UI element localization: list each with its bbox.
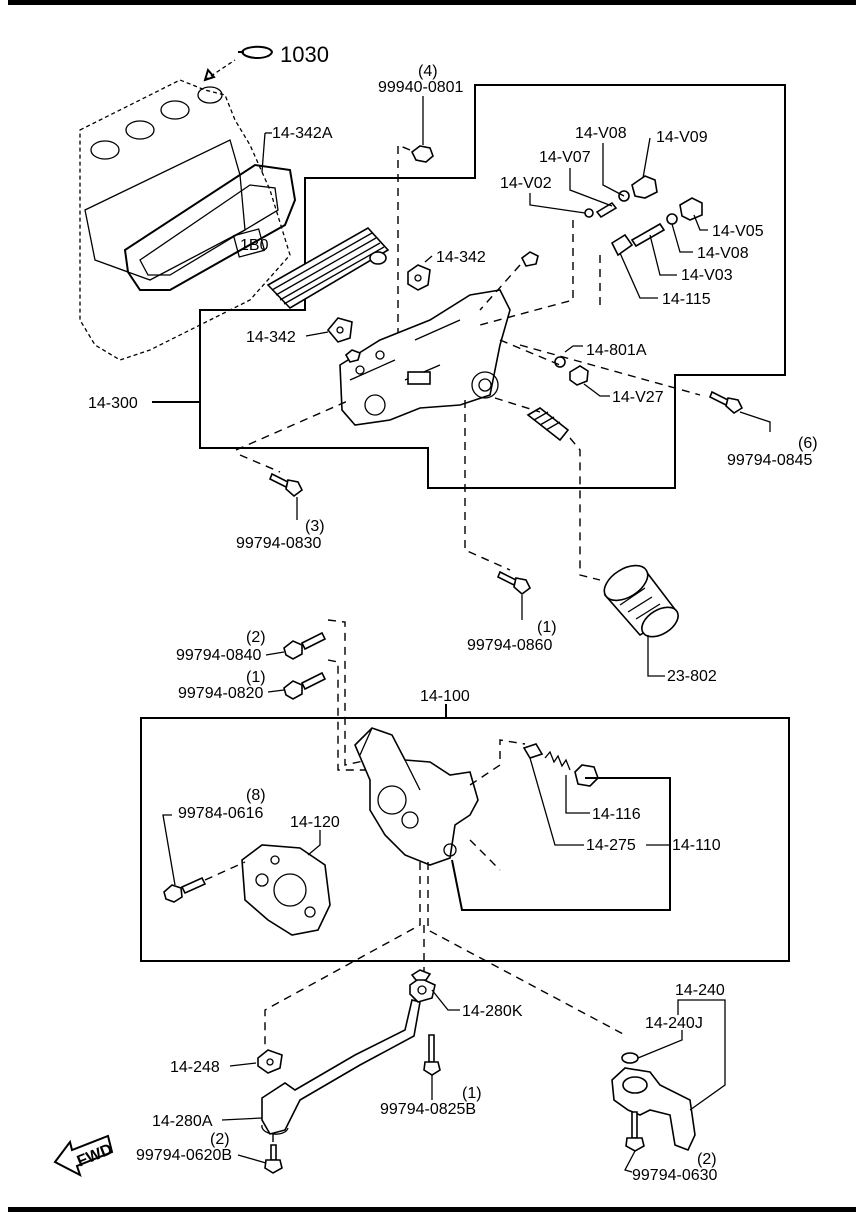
gasket-14-342A — [123, 163, 297, 291]
label-14-110: 14-110 — [672, 837, 721, 854]
label-99794-0860: 99794-0860 — [467, 637, 553, 654]
label-99794-0830: 99794-0830 — [236, 535, 322, 552]
label-14-115: 14-115 — [662, 291, 711, 308]
label-14-116: 14-116 — [592, 806, 641, 823]
frame-14-100 — [140, 717, 790, 962]
qty-99794-0825B: (1) — [462, 1085, 482, 1102]
label-14-V07: 14-V07 — [539, 149, 591, 166]
bolt-99794-0825B — [423, 1034, 441, 1076]
relief-plunger-14-275 — [522, 743, 544, 759]
bolt-99794-0840 — [283, 631, 327, 660]
flange-gasket-14-280K — [409, 977, 436, 1003]
label-14-V05: 14-V05 — [712, 223, 764, 240]
fwd-label: FWD — [75, 1141, 115, 1170]
gasket-14-248 — [257, 1049, 283, 1074]
plug-small — [520, 251, 539, 267]
washer-small — [344, 349, 361, 363]
label-14-342-top: 14-342 — [436, 249, 486, 266]
label-14-V09: 14-V09 — [656, 129, 708, 146]
oil-filter-23-802 — [603, 564, 679, 638]
qty-99784-0616: (8) — [246, 787, 266, 804]
bolt-99794-0845 — [708, 390, 744, 414]
qty-99794-0630: (2) — [697, 1151, 717, 1168]
qty-99794-0845: (6) — [798, 435, 818, 452]
oil-filter-housing — [339, 289, 511, 426]
oring-top — [410, 969, 432, 981]
qty-99794-0840: (2) — [246, 629, 266, 646]
label-99940-0801: 99940-0801 — [378, 79, 464, 96]
bolt-99794-0630 — [625, 1111, 645, 1152]
qty-99794-0620B: (2) — [210, 1131, 230, 1148]
label-14-V08-top: 14-V08 — [575, 125, 627, 142]
label-14-240J: 14-240J — [645, 1015, 703, 1032]
label-99794-0820: 99794-0820 — [178, 685, 264, 702]
label-99794-0620B: 99794-0620B — [136, 1147, 232, 1164]
oil-baffle-14-240 — [611, 1067, 696, 1152]
pump-cover-14-120 — [241, 844, 331, 936]
qty-99794-0830: (3) — [305, 518, 325, 535]
label-14-275: 14-275 — [586, 837, 636, 854]
qty-99794-0860: (1) — [537, 619, 557, 636]
forward-direction-arrow: FWD — [53, 1134, 115, 1178]
oil-cooler-radiator — [266, 226, 390, 310]
frame-14-300 — [199, 84, 786, 489]
label-14-342A: 14-342A — [272, 125, 333, 142]
label-14-280A: 14-280A — [152, 1113, 213, 1130]
label-99794-0845: 99794-0845 — [727, 452, 813, 469]
plug-14-V27 — [569, 365, 589, 386]
label-14-300: 14-300 — [88, 395, 138, 412]
bolt-99794-0620B — [264, 1144, 283, 1174]
oil-pressure-switch — [526, 407, 570, 442]
relief-valve-parts — [584, 175, 703, 257]
engine-stamp: 1B0 — [240, 237, 269, 254]
label-14-120: 14-120 — [290, 814, 340, 831]
label-14-248: 14-248 — [170, 1059, 220, 1076]
leader-14-342A — [261, 132, 266, 173]
label-99794-0630: 99794-0630 — [632, 1167, 718, 1184]
relief-spring — [544, 750, 571, 771]
label-1030: 1030 — [280, 42, 329, 67]
qty-99794-0820: (1) — [246, 669, 266, 686]
label-14-801A: 14-801A — [586, 342, 647, 359]
washer-14-801A — [554, 356, 566, 368]
label-14-V27: 14-V27 — [612, 389, 664, 406]
label-14-100: 14-100 — [420, 688, 470, 705]
oring-14-240J — [621, 1052, 639, 1064]
label-99794-0825B: 99794-0825B — [380, 1101, 476, 1118]
label-14-V02: 14-V02 — [500, 175, 552, 192]
label-99794-0840: 99794-0840 — [176, 647, 262, 664]
label-14-280K: 14-280K — [462, 1003, 523, 1020]
label-14-240: 14-240 — [675, 982, 725, 999]
label-14-V08-right: 14-V08 — [697, 245, 749, 262]
label-14-342-left: 14-342 — [246, 329, 296, 346]
nut-99940-0801 — [410, 145, 434, 163]
bolt-99794-0830 — [268, 472, 304, 498]
bottom-border-bar — [8, 1207, 856, 1212]
reference-1030: 1030 — [203, 42, 329, 82]
bolt-99794-0860 — [496, 570, 532, 596]
label-23-802: 23-802 — [667, 668, 717, 685]
bolt-99784-0616 — [163, 876, 207, 903]
plug-14-116 — [574, 764, 599, 787]
gasket-14-342-left — [326, 317, 353, 343]
label-99784-0616: 99784-0616 — [178, 805, 264, 822]
gasket-14-342-top — [407, 264, 431, 291]
label-14-V03: 14-V03 — [681, 267, 733, 284]
qty-99940-0801: (4) — [418, 63, 438, 80]
bolt-99794-0820 — [283, 671, 327, 700]
top-border-bar — [8, 0, 856, 5]
oil-pump-body — [354, 727, 479, 866]
engine-block: 1B0 — [79, 79, 291, 361]
